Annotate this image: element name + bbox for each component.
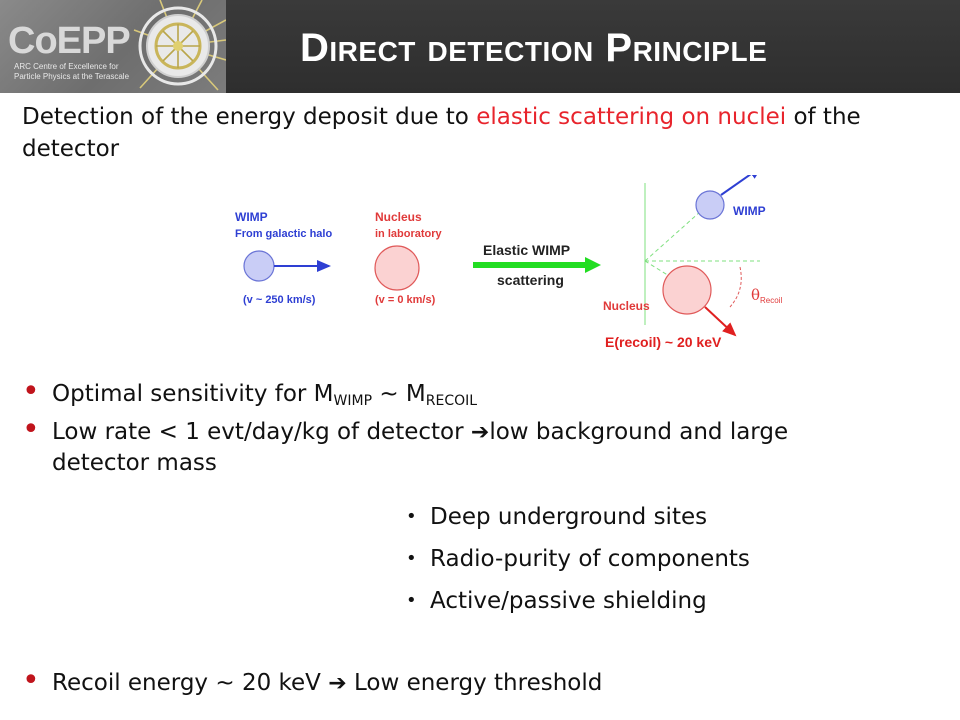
on-nuclei-highlight: on nuclei bbox=[681, 104, 787, 130]
intro-part-1: Detection of the energy deposit due to bbox=[22, 104, 477, 130]
sub-bullet-underground: • Deep underground sites bbox=[406, 500, 750, 542]
bullet-1-text: Optimal sensitivity for M bbox=[52, 381, 334, 407]
process-label-1: Elastic WIMP bbox=[483, 242, 570, 258]
sub-bullet-dot: • bbox=[406, 590, 417, 611]
bullet-dot: • bbox=[22, 374, 40, 409]
nucleus-speed-label: (v = 0 km/s) bbox=[375, 294, 436, 306]
intro-part-2: of the detector bbox=[22, 104, 861, 162]
sub-bullet-shielding: • Active/passive shielding bbox=[406, 584, 750, 626]
nucleus-location-label: in laboratory bbox=[375, 228, 443, 240]
incoming-wimp-particle bbox=[243, 250, 275, 282]
bullet-2-line2: detector mass bbox=[52, 450, 217, 476]
recoil-nucleus-arrow bbox=[704, 306, 737, 337]
sub-bullet-radio-purity: • Radio-purity of components bbox=[406, 542, 750, 584]
recoil-angle-arc bbox=[729, 266, 742, 308]
bullet-optimal-sensitivity: • Optimal sensitivity for MWIMP ~ MRECOIL bbox=[22, 374, 922, 409]
wimp-origin-label: From galactic halo bbox=[235, 228, 332, 240]
sub-bullet-list: • Deep underground sites • Radio-purity of… bbox=[406, 500, 750, 626]
recoil-nucleus-label: Nucleus bbox=[603, 299, 650, 313]
wimp-speed-label: (v ~ 250 km/s) bbox=[243, 294, 316, 306]
outgoing-wimp-label: WIMP bbox=[733, 204, 766, 218]
nucleus-at-rest bbox=[374, 245, 420, 291]
bullet-1-sub-recoil: RECOIL bbox=[425, 393, 478, 409]
bullet-1-mid: ~ M bbox=[372, 381, 426, 407]
coepp-logo: CoEPP ARC Centre of Excellence for Parti… bbox=[0, 0, 226, 93]
sub-bullet-1-text: Deep underground sites bbox=[430, 504, 708, 530]
outgoing-wimp-particle bbox=[695, 190, 725, 220]
bullet-3-rest: Low energy threshold bbox=[346, 670, 603, 696]
main-bullet-list: • Optimal sensitivity for MWIMP ~ MRECOIL… bbox=[22, 374, 922, 478]
nucleus-label: Nucleus bbox=[375, 210, 422, 224]
sub-bullet-2-text: Radio-purity of components bbox=[430, 546, 750, 572]
elastic-scattering-highlight: elastic scattering bbox=[476, 104, 675, 130]
sub-bullet-3-text: Active/passive shielding bbox=[430, 588, 707, 614]
logo-tagline-2: Particle Physics at the Terascale bbox=[14, 72, 130, 81]
slide-header: CoEPP ARC Centre of Excellence for Parti… bbox=[0, 0, 960, 93]
intro-text: Detection of the energy deposit due to e… bbox=[22, 101, 937, 165]
final-bullet-list: • Recoil energy ~ 20 keV ➔ Low energy thr… bbox=[22, 663, 922, 699]
detector-emblem-icon bbox=[133, 0, 226, 91]
bullet-2-text: Low rate < 1 evt/day/kg of detector bbox=[52, 419, 471, 445]
outgoing-wimp-arrow bbox=[720, 175, 763, 196]
bullet-3-text: Recoil energy ~ 20 keV bbox=[52, 670, 329, 696]
incoming-wimp-label: WIMP bbox=[235, 210, 268, 224]
scattering-diagram: WIMP From galactic halo (v ~ 250 km/s) N… bbox=[235, 175, 782, 350]
process-label-2: scattering bbox=[497, 272, 564, 288]
sub-bullet-dot: • bbox=[406, 548, 417, 569]
theta-subscript: Recoil bbox=[760, 296, 782, 305]
bullet-recoil-energy: • Recoil energy ~ 20 keV ➔ Low energy thr… bbox=[22, 663, 922, 699]
bullet-2-rest: low background and large bbox=[489, 419, 789, 445]
theta-symbol: θ bbox=[751, 286, 760, 304]
recoil-nucleus bbox=[662, 265, 712, 315]
bullet-dot: • bbox=[22, 412, 40, 447]
bullet-low-rate: • Low rate < 1 evt/day/kg of detector ➔lo… bbox=[22, 412, 922, 478]
logo-tagline-1: ARC Centre of Excellence for bbox=[14, 62, 119, 71]
sub-bullet-dot: • bbox=[406, 506, 417, 527]
right-arrow-icon: ➔ bbox=[328, 671, 347, 696]
right-arrow-icon: ➔ bbox=[470, 420, 490, 445]
bullet-dot: • bbox=[22, 663, 40, 698]
nucleus-trajectory-guide bbox=[644, 260, 688, 288]
bullet-1-sub-wimp: WIMP bbox=[333, 393, 373, 409]
wimp-trajectory-guide bbox=[644, 210, 702, 262]
recoil-energy-label: E(recoil) ~ 20 keV bbox=[605, 334, 722, 350]
logo-wordmark: CoEPP bbox=[8, 20, 131, 62]
process-arrow bbox=[473, 257, 601, 273]
slide-title: Direct detection Principle bbox=[300, 26, 768, 70]
